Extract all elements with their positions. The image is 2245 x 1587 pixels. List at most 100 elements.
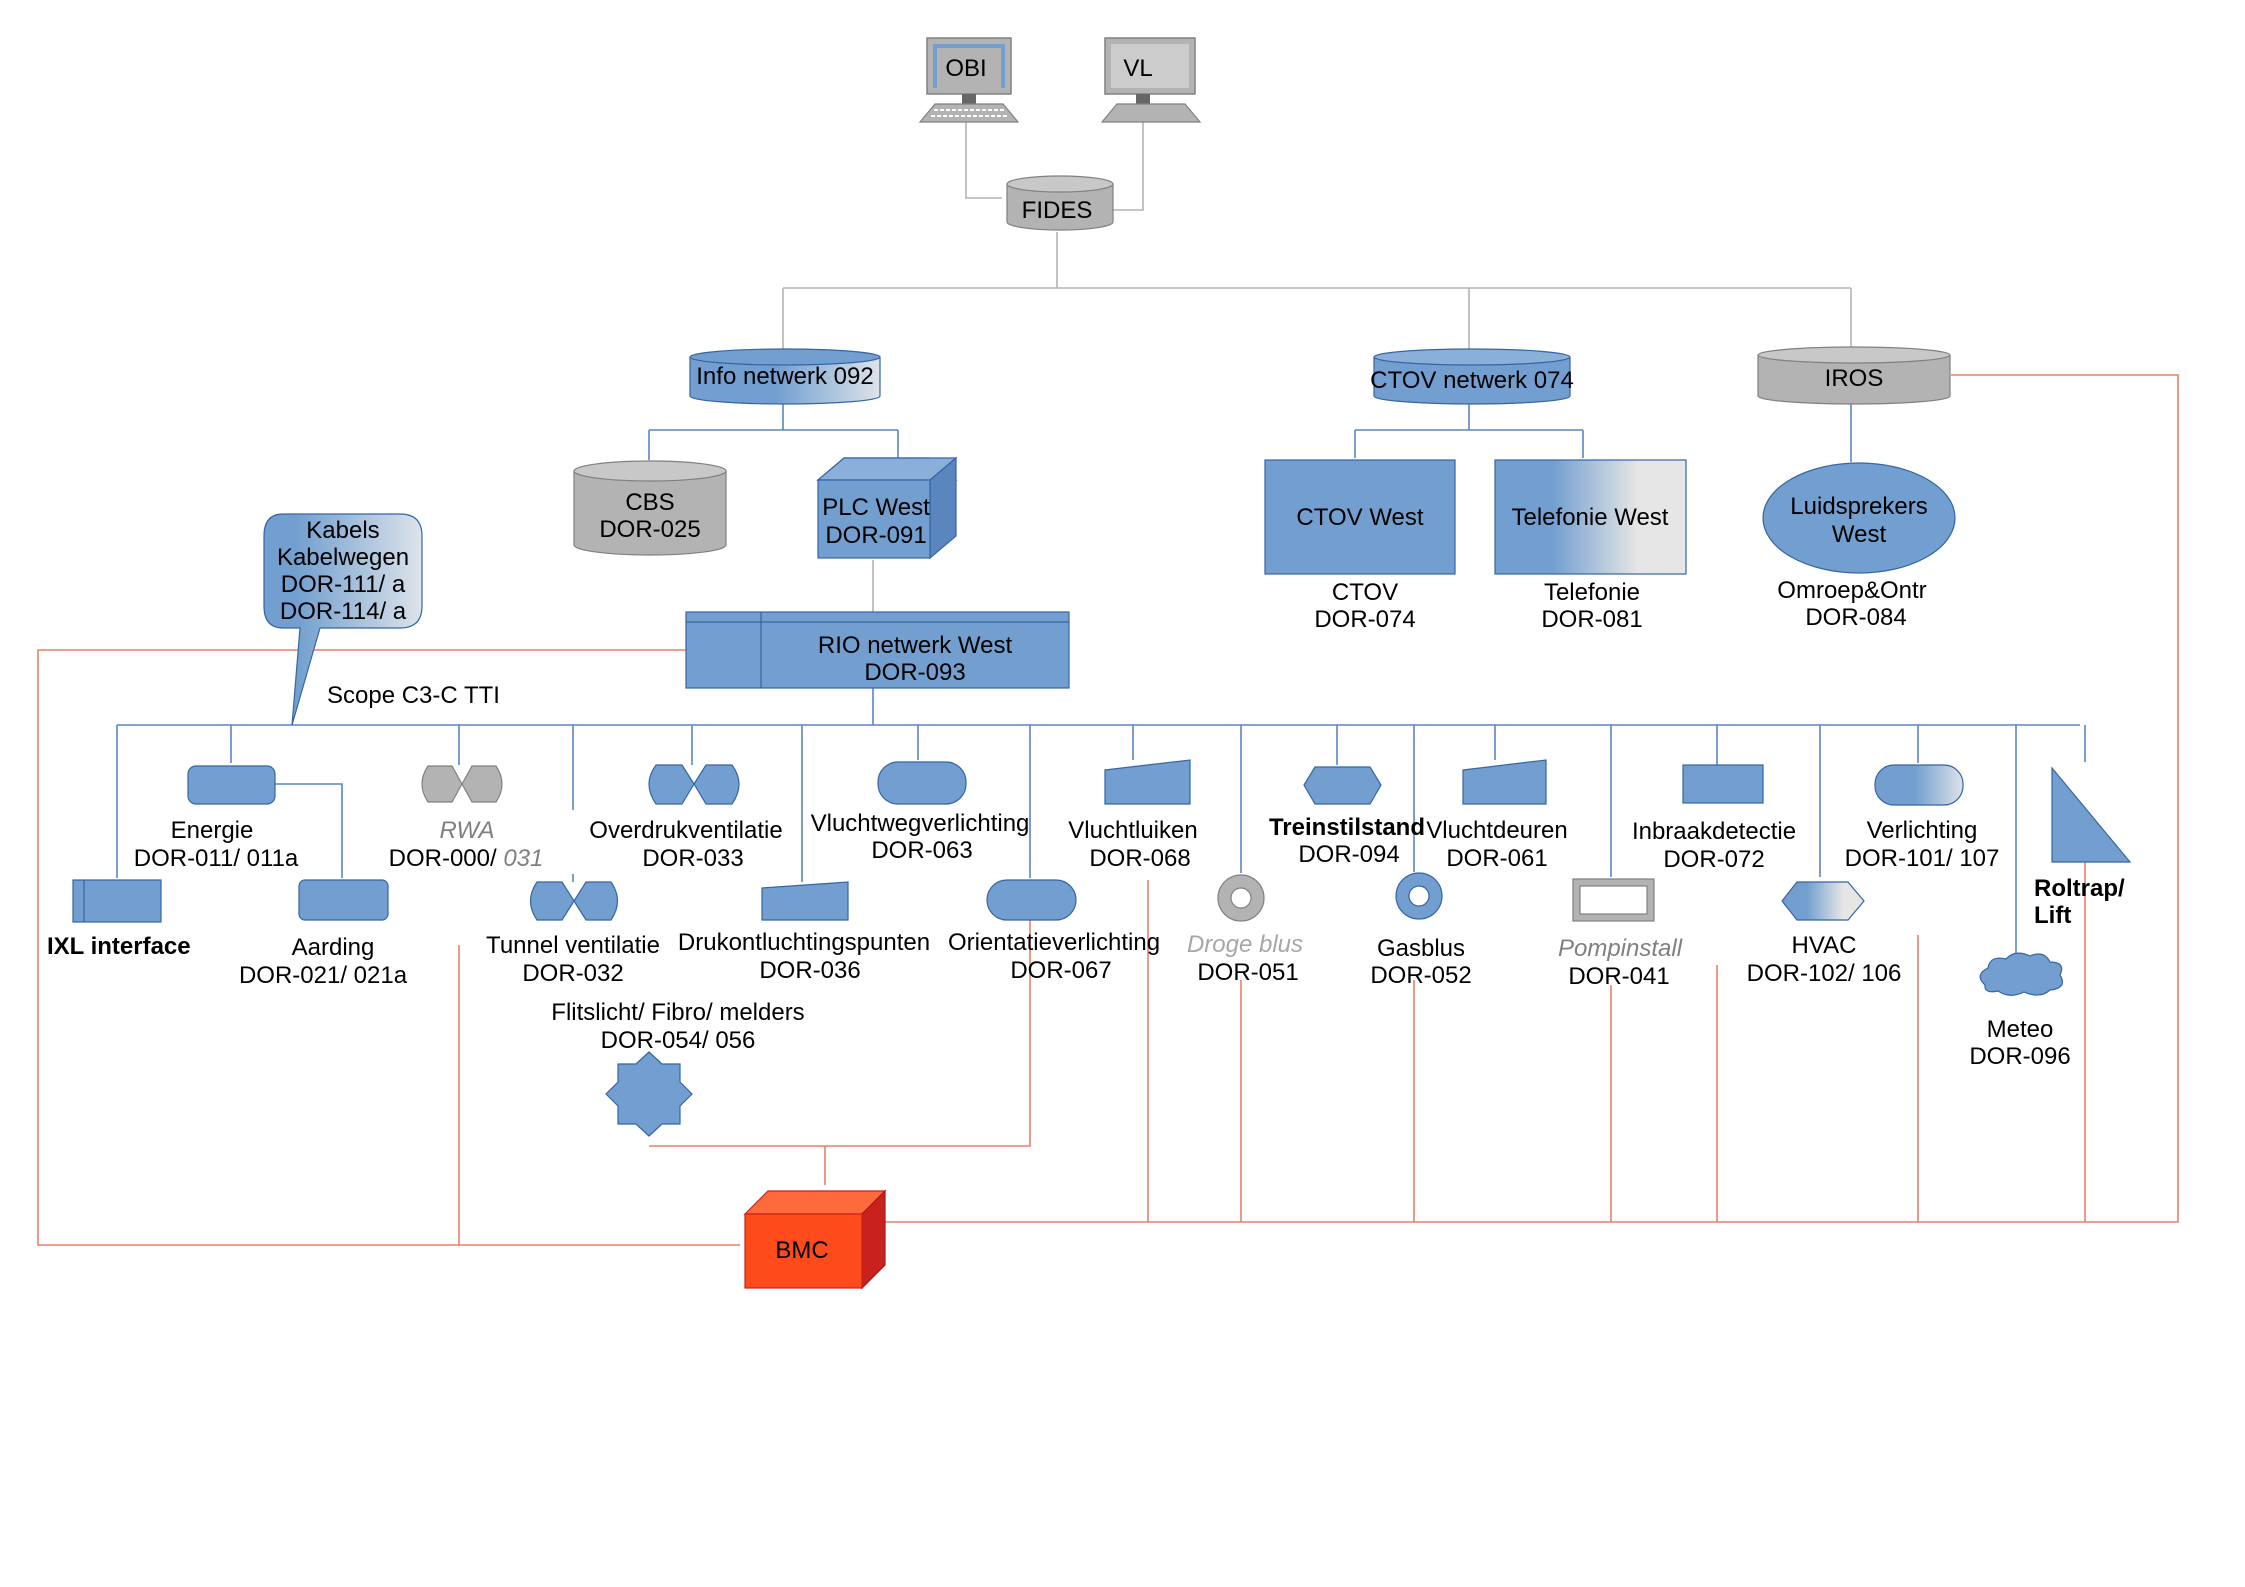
plc-west-cube: PLC West DOR-091 xyxy=(816,456,958,560)
verlichting-code: DOR-101/ 107 xyxy=(1845,845,2000,872)
meteo-code: DOR-096 xyxy=(1969,1043,2070,1070)
orientatieverlichting-label: Orientatieverlichting xyxy=(948,929,1160,956)
overdrukventilatie-shape xyxy=(648,764,740,805)
rio-code: DOR-093 xyxy=(864,659,965,686)
ctov-caption-code: DOR-074 xyxy=(1314,606,1415,633)
droge-blus-label: Droge blus xyxy=(1187,931,1303,958)
inbraakdetectie-code: DOR-072 xyxy=(1663,846,1764,873)
telefonie-caption: Telefonie xyxy=(1544,579,1640,606)
connectors-blue xyxy=(116,400,2086,955)
iros-database: IROS xyxy=(1757,346,1951,405)
rwa-label: RWA xyxy=(439,817,494,844)
orientatieverlichting-code: DOR-067 xyxy=(1010,957,1111,984)
pompinstall-code: DOR-041 xyxy=(1568,963,1669,990)
gasblus-ring-icon xyxy=(1395,872,1443,920)
overdrukventilatie-label: Overdrukventilatie xyxy=(589,817,782,844)
cbs-label: CBS xyxy=(625,489,674,516)
verlichting-shape xyxy=(1874,764,1964,806)
pompinstall-label: Pompinstall xyxy=(1558,935,1683,962)
aarding-label: Aarding xyxy=(292,934,375,961)
info-netwerk-label: Info netwerk 092 xyxy=(696,363,873,390)
verlichting-label: Verlichting xyxy=(1867,817,1978,844)
callout-line-1: Kabels xyxy=(306,517,379,544)
droge-blus-ring-icon xyxy=(1217,874,1265,922)
treinstilstand-shape xyxy=(1303,766,1382,805)
inbraakdetectie-shape xyxy=(1682,764,1764,804)
tunnel-ventilatie-shape xyxy=(529,881,619,921)
connectors-grey xyxy=(782,116,1852,350)
energie-code: DOR-011/ 011a xyxy=(134,845,299,872)
inbraakdetectie-label: Inbraakdetectie xyxy=(1632,818,1796,845)
info-netwerk-database: Info netwerk 092 xyxy=(689,348,881,405)
energie-label: Energie xyxy=(171,817,254,844)
overdrukventilatie-code: DOR-033 xyxy=(642,845,743,872)
hvac-shape xyxy=(1781,881,1865,921)
vluchtluiken-code: DOR-068 xyxy=(1089,845,1190,872)
kabels-callout: Kabels Kabelwegen DOR-111/ a DOR-114/ a xyxy=(263,513,423,726)
hvac-label: HVAC xyxy=(1792,932,1857,959)
omroep-caption: Omroep&Ontr xyxy=(1777,577,1926,604)
connectors-red xyxy=(37,374,2179,1246)
vluchtwegverlichting-shape xyxy=(877,761,967,805)
gasblus-label: Gasblus xyxy=(1377,935,1465,962)
flitslicht-label: Flitslicht/ Fibro/ melders xyxy=(551,999,804,1026)
flitslicht-code: DOR-054/ 056 xyxy=(601,1027,756,1054)
telefonie-west-label: Telefonie West xyxy=(1512,504,1669,531)
vluchtdeuren-label: Vluchtdeuren xyxy=(1426,817,1567,844)
fides-label: FIDES xyxy=(1022,197,1093,224)
droge-blus-code: DOR-051 xyxy=(1197,959,1298,986)
scope-label: Scope C3-C TTI xyxy=(327,682,500,709)
callout-line-4: DOR-114/ a xyxy=(280,598,407,625)
plc-west-code: DOR-091 xyxy=(825,522,926,549)
telefonie-caption-code: DOR-081 xyxy=(1541,606,1642,633)
callout-line-2: Kabelwegen xyxy=(277,544,409,571)
vluchtdeuren-code: DOR-061 xyxy=(1446,845,1547,872)
lift-label: Lift xyxy=(2034,902,2071,929)
energie-shape xyxy=(187,765,276,805)
callout-line-3: DOR-111/ a xyxy=(281,571,406,598)
aarding-shape xyxy=(298,879,389,921)
drukontluchtingspunten-label: Drukontluchtingspunten xyxy=(678,929,930,956)
vluchtwegverlichting-label: Vluchtwegverlichting xyxy=(811,810,1030,837)
rwa-code: DOR-000/ 031 xyxy=(389,845,544,872)
omroep-caption-code: DOR-084 xyxy=(1805,604,1906,631)
pompinstall-shape xyxy=(1572,878,1655,922)
ixl-label: IXL interface xyxy=(47,933,191,960)
vl-workstation: VL xyxy=(1100,37,1202,123)
ctov-netwerk-label: CTOV netwerk 074 xyxy=(1370,367,1574,394)
meteo-label: Meteo xyxy=(1987,1016,2054,1043)
vluchtwegverlichting-code: DOR-063 xyxy=(871,837,972,864)
cbs-database: CBS DOR-025 xyxy=(573,460,727,556)
flitslicht-star-shape xyxy=(605,1051,693,1137)
ctov-west-label: CTOV West xyxy=(1296,504,1423,531)
tunnel-ventilatie-code: DOR-032 xyxy=(522,960,623,987)
drukontluchtingspunten-code: DOR-036 xyxy=(759,957,860,984)
meteo-cloud-icon xyxy=(1979,952,2063,996)
ctov-caption: CTOV xyxy=(1332,579,1398,606)
drukontluchtingspunten-shape xyxy=(761,881,849,921)
ixl-interface-shape xyxy=(72,879,162,923)
telefonie-west-box: Telefonie West xyxy=(1494,459,1687,575)
vluchtluiken-shape xyxy=(1104,759,1191,805)
roltrap-label: Roltrap/ xyxy=(2034,875,2125,902)
fides-database: FIDES xyxy=(1006,175,1114,231)
iros-label: IROS xyxy=(1825,365,1884,392)
roltrap-lift-triangle-shape xyxy=(2051,766,2132,863)
tunnel-ventilatie-label: Tunnel ventilatie xyxy=(486,932,660,959)
rio-label: RIO netwerk West xyxy=(818,632,1013,659)
treinstilstand-label: Treinstilstand xyxy=(1269,814,1425,841)
keyboard-keys-icon xyxy=(931,109,1007,117)
vluchtluiken-label: Vluchtluiken xyxy=(1068,817,1197,844)
cbs-code: DOR-025 xyxy=(599,516,700,543)
rwa-shape xyxy=(421,765,503,803)
luidsprekers-west-ellipse: Luidsprekers West xyxy=(1762,462,1956,574)
bmc-label: BMC xyxy=(775,1237,828,1264)
bmc-cube: BMC xyxy=(743,1189,887,1290)
ctov-netwerk-database: CTOV netwerk 074 xyxy=(1370,348,1574,405)
plc-west-label: PLC West xyxy=(822,494,930,521)
gasblus-code: DOR-052 xyxy=(1370,962,1471,989)
vluchtdeuren-shape xyxy=(1462,759,1547,805)
obi-workstation: OBI xyxy=(918,37,1020,123)
vl-label: VL xyxy=(1123,55,1152,82)
